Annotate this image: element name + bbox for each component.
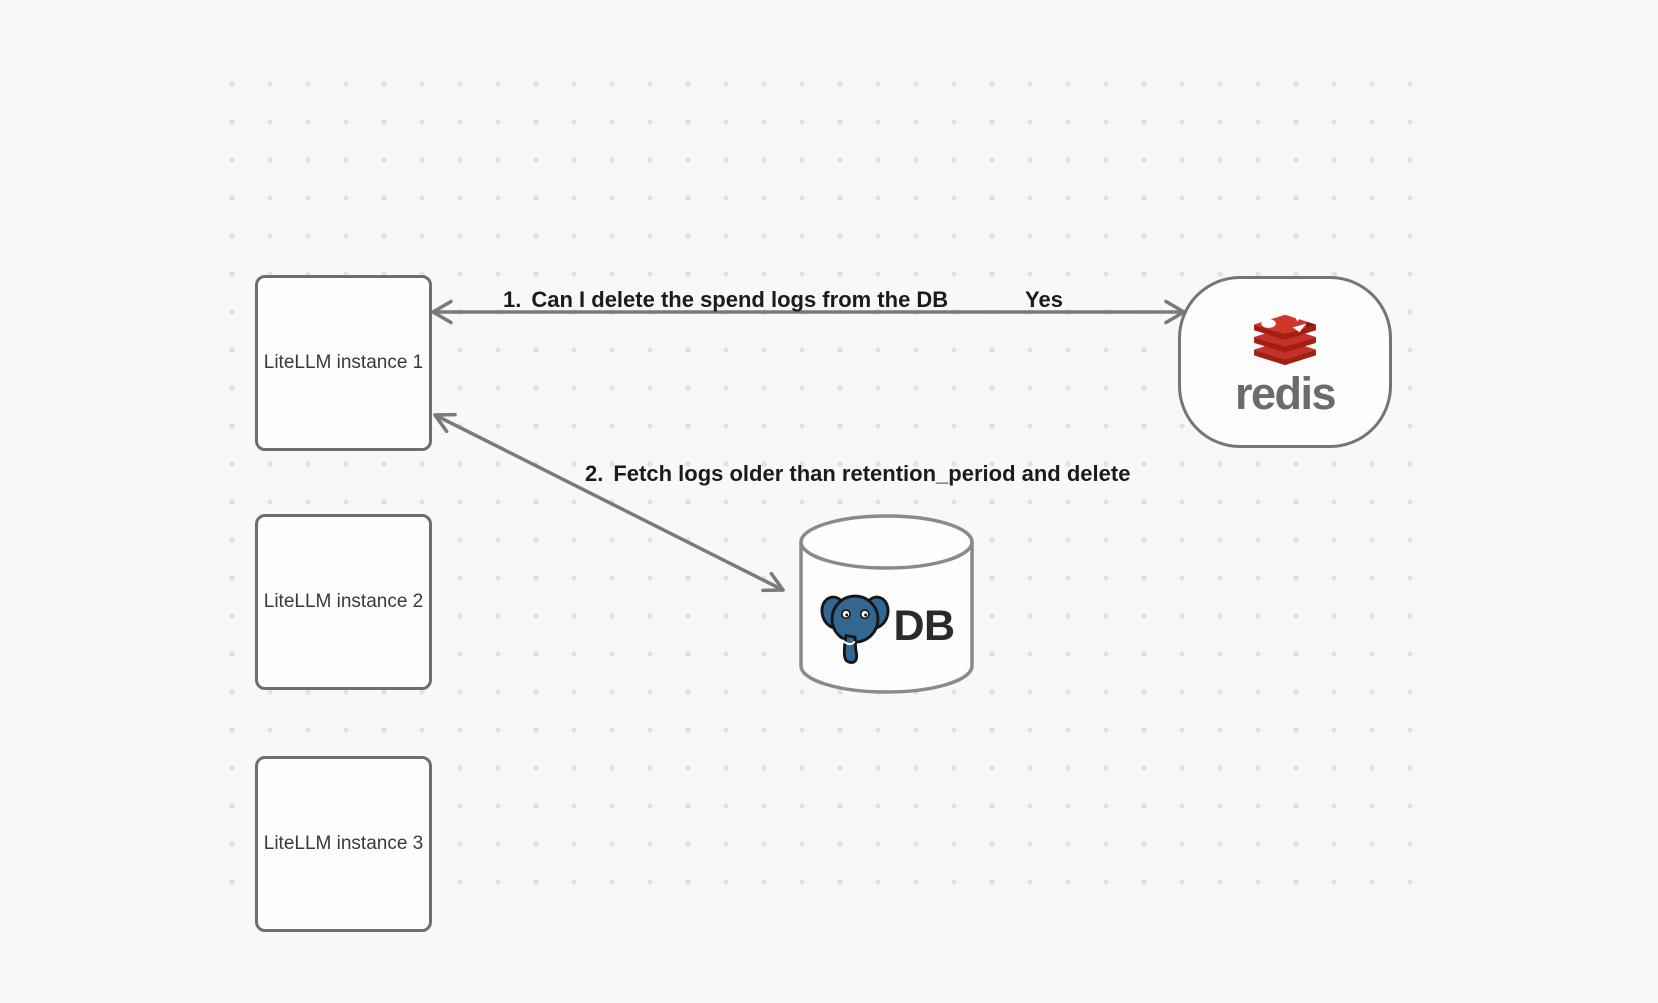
node-database[interactable]: DB bbox=[799, 514, 974, 694]
db-label: DB bbox=[893, 601, 955, 650]
node-litellm-instance-2[interactable]: LiteLLM instance 2 bbox=[255, 514, 432, 690]
node-litellm-instance-1[interactable]: LiteLLM instance 1 bbox=[255, 275, 432, 451]
litellm-instance-3-label: LiteLLM instance 3 bbox=[263, 833, 424, 854]
arrow2-label: 2. Fetch logs older than retention_period… bbox=[585, 461, 1130, 487]
arrow2-number: 2. bbox=[585, 461, 604, 486]
node-redis[interactable]: redis bbox=[1178, 276, 1392, 448]
arrow2-text: Fetch logs older than retention_period a… bbox=[613, 461, 1131, 486]
litellm-instance-1-label: LiteLLM instance 1 bbox=[263, 352, 424, 373]
arrow1-label: 1. Can I delete the spend logs from the D… bbox=[503, 287, 948, 313]
redis-stack-icon bbox=[1246, 309, 1324, 372]
litellm-instance-2-label: LiteLLM instance 2 bbox=[263, 591, 424, 612]
arrow1-text: Can I delete the spend logs from the DB bbox=[531, 287, 949, 312]
arrow1-response-label: Yes bbox=[1025, 287, 1063, 312]
arrow1-number: 1. bbox=[503, 287, 522, 312]
postgresql-elephant-icon bbox=[818, 583, 892, 670]
redis-wordmark: redis bbox=[1234, 367, 1337, 419]
node-litellm-instance-3[interactable]: LiteLLM instance 3 bbox=[255, 756, 432, 932]
